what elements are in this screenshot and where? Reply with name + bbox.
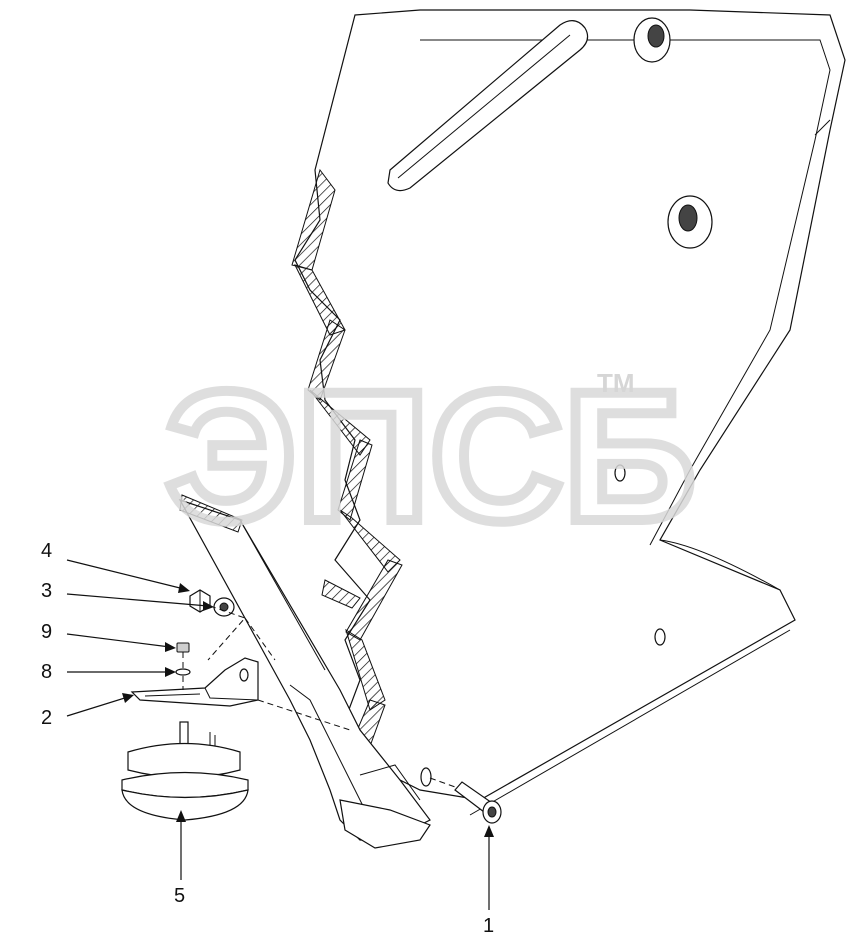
callout-2: 2: [41, 693, 134, 729]
callout-4: 4: [41, 540, 190, 593]
small-washer: [175, 668, 191, 690]
watermark-trademark: TM: [597, 368, 635, 398]
round-lamp: [121, 721, 249, 821]
watermark-text: ЭПСБ: [165, 354, 696, 560]
small-nut: [176, 642, 190, 668]
callout-8: 8: [41, 661, 176, 683]
callout-9: 9: [41, 621, 176, 652]
svg-text:9: 9: [41, 621, 52, 643]
callout-3: 3: [41, 580, 214, 611]
small-bracket: [130, 657, 259, 707]
svg-text:8: 8: [41, 661, 52, 683]
frame-hole-bolt: [420, 767, 432, 787]
frame-hole-small: [614, 464, 626, 482]
callout-1: 1: [483, 825, 494, 937]
svg-text:3: 3: [41, 580, 52, 602]
svg-text:4: 4: [41, 540, 52, 562]
frame-hole-middle: [667, 195, 713, 249]
svg-text:5: 5: [174, 885, 185, 907]
svg-text:1: 1: [483, 915, 494, 937]
mounting-bracket: [178, 494, 431, 849]
frame-hole-top: [633, 17, 671, 63]
watermark-logo: ЭПСБ TM: [160, 349, 701, 565]
washer: [213, 597, 235, 617]
svg-text:2: 2: [41, 707, 52, 729]
frame-hole-lower: [654, 628, 666, 646]
callout-5: 5: [174, 810, 186, 907]
frame-plate: [294, 9, 846, 816]
bolt: [429, 777, 502, 824]
